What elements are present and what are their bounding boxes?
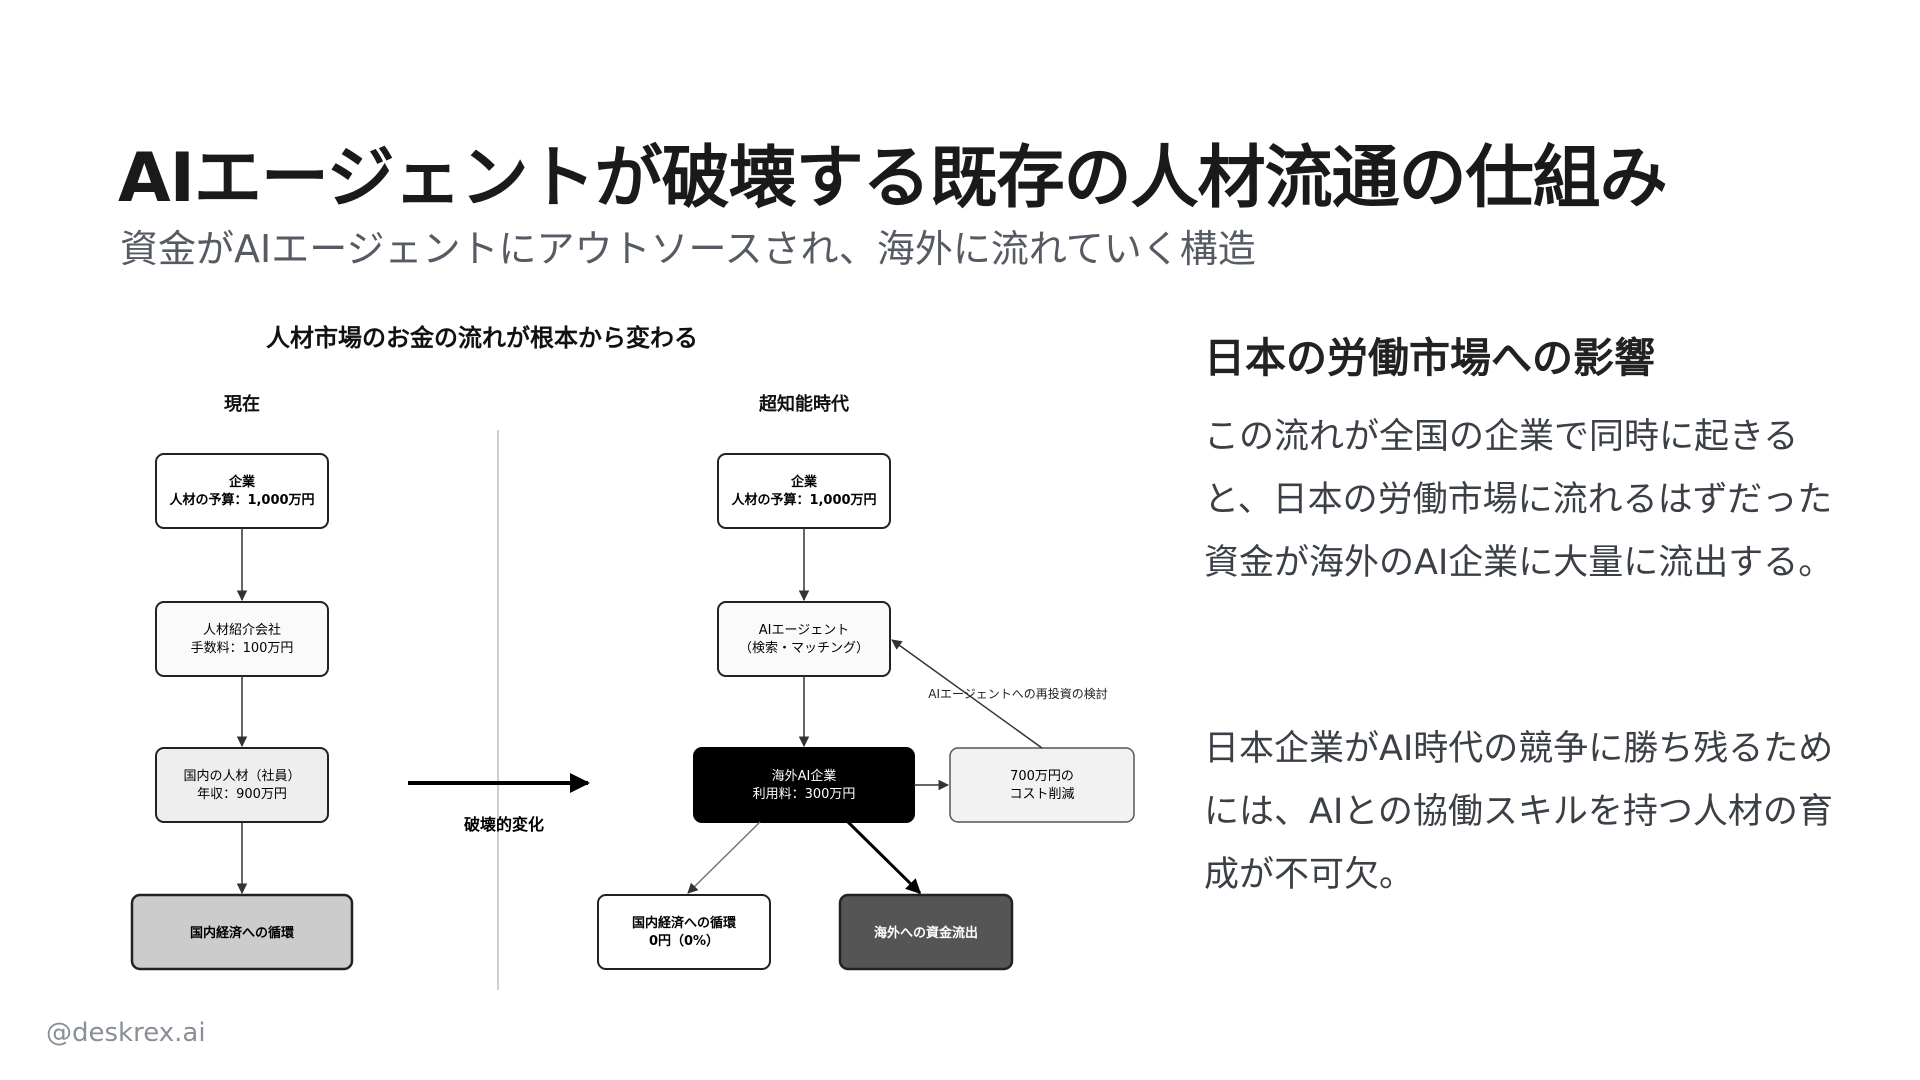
left-company-box: 企業 人材の予算：1,000万円 [155, 453, 329, 529]
foreign-ai-line1: 海外AI企業 [772, 768, 837, 784]
disruption-label: 破壊的変化 [464, 815, 544, 834]
left-agency-box: 人材紹介会社 手数料：100万円 [155, 601, 329, 677]
diagram-title: 人材市場のお金の流れが根本から変わる [266, 324, 698, 352]
left-employee-line1: 国内の人材（社員） [183, 768, 300, 784]
right-domestic-cycle-line1: 国内経済への循環 [632, 915, 737, 931]
impact-paragraph-1: この流れが全国の企業で同時に起きると、日本の労働市場に流れるはずだった資金が海外… [1204, 417, 1834, 583]
right-company-line1: 企業 [790, 474, 818, 490]
left-agency-line2: 手数料：100万円 [191, 641, 294, 656]
foreign-ai-line2: 利用料：300万円 [753, 787, 856, 802]
impact-paragraph-2: 日本企業がAI時代の競争に勝ち残るためには、AIとの協働スキルを持つ人材の育成が… [1204, 729, 1834, 895]
left-company-line2: 人材の予算：1,000万円 [169, 492, 314, 508]
overseas-outflow-box: 海外への資金流出 [838, 893, 1014, 971]
left-domestic-cycle-box: 国内経済への循環 [130, 893, 354, 971]
foreign-ai-company-box: 海外AI企業 利用料：300万円 [693, 747, 915, 823]
arrow-foreign-ai-to-outflow [846, 820, 922, 895]
flow-diagram-svg: 人材市場のお金の流れが根本から変わる 現在 超知能時代 企業 人材の予算：1,0… [130, 324, 1135, 990]
reinvest-label: AIエージェントへの再投資の検討 [928, 686, 1108, 701]
slide-subtitle: 資金がAIエージェントにアウトソースされ、海外に流れていく構造 [120, 227, 1256, 271]
overseas-outflow-line1: 海外への資金流出 [874, 925, 978, 941]
impact-heading: 日本の労働市場への影響 [1204, 334, 1655, 382]
right-company-line2: 人材の予算：1,000万円 [731, 492, 876, 508]
right-ai-agent-line1: AIエージェント [759, 623, 849, 638]
superintelligence-column-label: 超知能時代 [759, 393, 849, 415]
money-flow-diagram: 人材市場のお金の流れが根本から変わる 現在 超知能時代 企業 人材の予算：1,0… [120, 318, 1140, 998]
right-company-box: 企業 人材の予算：1,000万円 [717, 453, 891, 529]
watermark: @deskrex.ai [46, 1018, 206, 1048]
left-agency-line1: 人材紹介会社 [203, 622, 281, 638]
right-ai-agent-line2: （検索・マッチング） [739, 641, 869, 656]
left-employee-line2: 年収：900万円 [197, 787, 287, 802]
current-column-label: 現在 [224, 393, 260, 415]
arrow-cost-cut-to-ai-agent [891, 639, 1043, 749]
slide-title: AIエージェントが破壊する既存の人材流通の仕組み [118, 139, 1668, 218]
right-domestic-cycle-line2: 0円（0%） [649, 933, 719, 949]
cost-cut-line1: 700万円の [1010, 769, 1074, 784]
left-company-line1: 企業 [228, 474, 256, 490]
left-domestic-cycle-line1: 国内経済への循環 [190, 925, 295, 941]
arrow-foreign-ai-to-domestic [687, 821, 761, 894]
right-domestic-cycle-box: 国内経済への循環 0円（0%） [597, 894, 771, 970]
left-employee-box: 国内の人材（社員） 年収：900万円 [155, 747, 329, 823]
cost-cut-line2: コスト削減 [1009, 786, 1074, 802]
right-ai-agent-box: AIエージェント （検索・マッチング） [717, 601, 891, 677]
cost-cut-box: 700万円の コスト削減 [949, 747, 1135, 823]
